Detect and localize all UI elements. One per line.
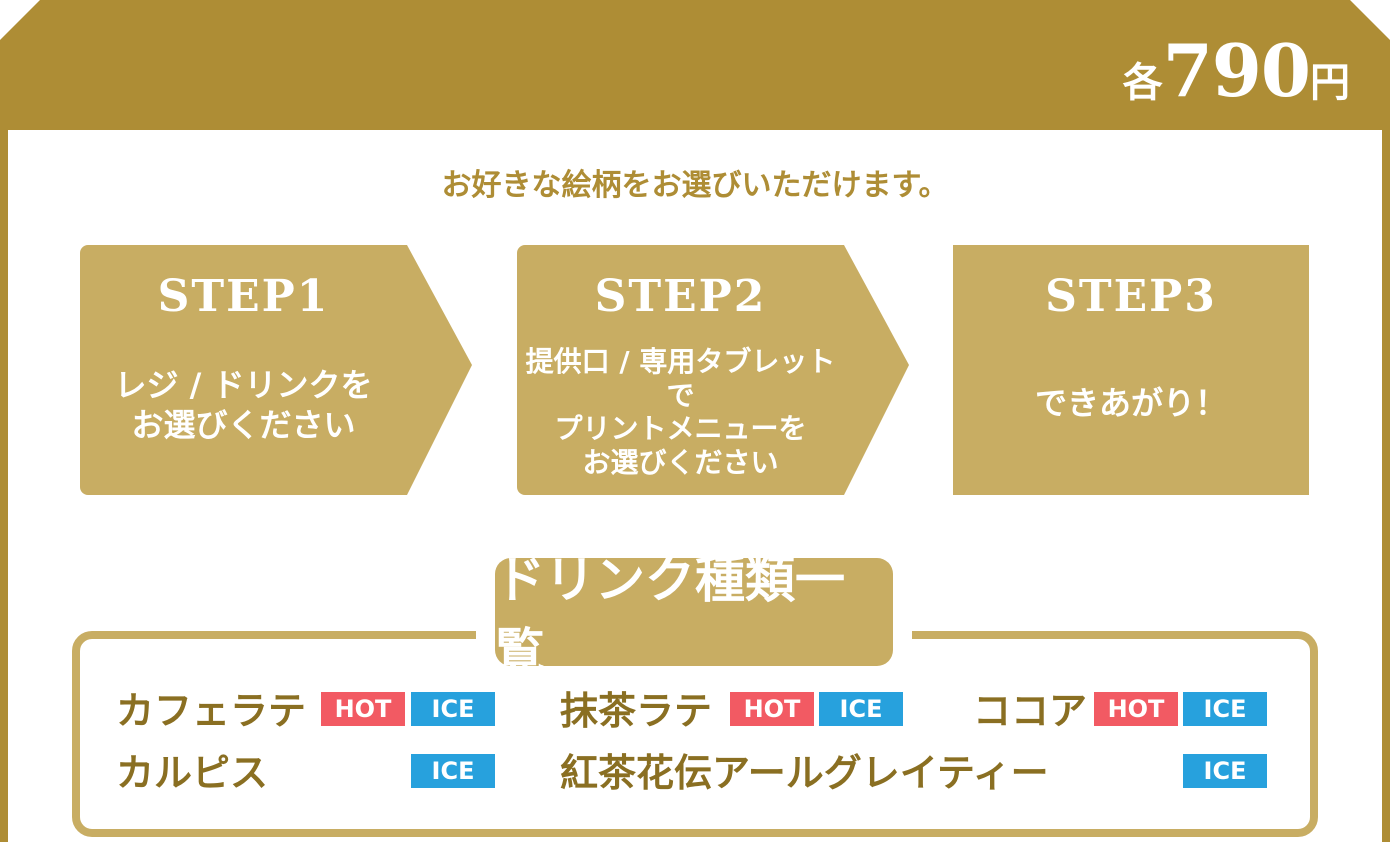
step-1-text: レジ / ドリンクを お選びください	[80, 365, 407, 445]
drink-item-name: 抹茶ラテ	[560, 688, 713, 733]
step-2-line-3: お選びください	[582, 445, 779, 479]
hot-badge: HOT	[1094, 692, 1178, 726]
hot-badge: HOT	[730, 692, 814, 726]
price-unit: 円	[1310, 59, 1350, 106]
step-1-line-2: お選びください	[131, 406, 356, 444]
ice-badge: ICE	[411, 754, 495, 788]
ice-badge: ICE	[1183, 754, 1267, 788]
header-band	[0, 0, 1390, 130]
drink-item-name: 紅茶花伝アールグレイティー	[560, 750, 1049, 795]
drink-item-name: ココア	[973, 688, 1088, 733]
step-1-card: STEP1 レジ / ドリンクを お選びください	[80, 245, 472, 495]
step-3-card: STEP3 できあがり！	[953, 245, 1309, 495]
step-3-line-1: できあがり！	[1034, 384, 1227, 422]
drink-list-title: ドリンク種類一覧	[495, 550, 893, 681]
step-2-card: STEP2 提供口 / 専用タブレットで プリントメニューを お選びください	[517, 245, 909, 495]
step-2-text: 提供口 / 専用タブレットで プリントメニューを お選びください	[517, 345, 844, 479]
ice-badge: ICE	[1183, 692, 1267, 726]
step-1-line-1: レジ / ドリンクを	[114, 366, 373, 404]
step-3-text: できあがり！	[953, 383, 1309, 423]
step-2-line-2: プリントメニューを	[554, 412, 807, 446]
step-2-line-1: 提供口 / 専用タブレットで	[525, 345, 836, 412]
ice-badge: ICE	[819, 692, 903, 726]
price-label: 各 790 円	[1123, 28, 1350, 118]
step-1-title: STEP1	[157, 271, 330, 322]
step-2-title: STEP2	[594, 271, 767, 322]
drink-item-name: カフェラテ	[116, 688, 307, 733]
frame-left-edge	[0, 130, 8, 842]
drink-item-name: カルピス	[116, 750, 269, 795]
drink-list-title-gap	[476, 625, 495, 643]
tagline: お好きな絵柄をお選びいただけます。	[441, 168, 949, 203]
price-number: 790	[1162, 28, 1311, 113]
frame-right-edge	[1382, 130, 1390, 842]
ice-badge: ICE	[411, 692, 495, 726]
step-3-title: STEP3	[1045, 271, 1217, 322]
hot-badge: HOT	[321, 692, 405, 726]
drink-list-title-gap	[893, 625, 912, 643]
price-prefix: 各	[1122, 59, 1163, 106]
